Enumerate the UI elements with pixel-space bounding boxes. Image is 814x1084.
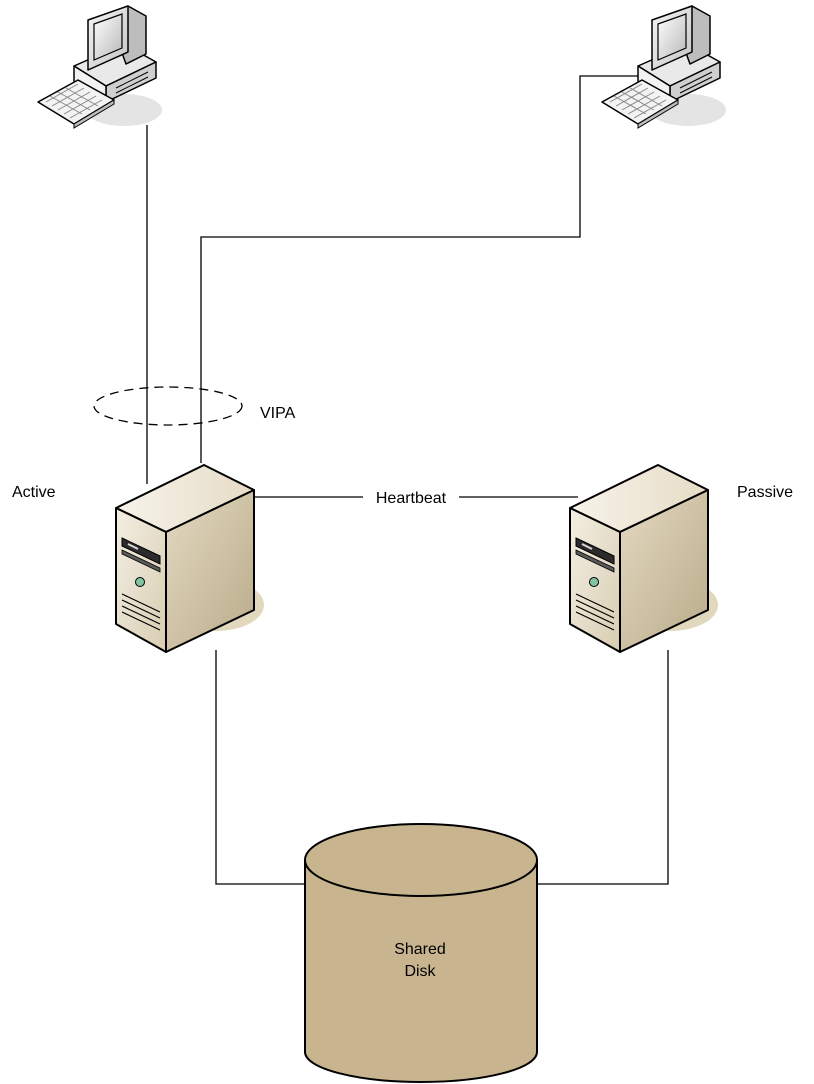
- shared-disk[interactable]: Shared Disk: [304, 823, 538, 1083]
- client-computer-left[interactable]: [37, 5, 163, 129]
- passive-server[interactable]: [569, 464, 719, 653]
- vipa-ring: [93, 386, 243, 426]
- passive-label: Passive: [737, 484, 793, 501]
- link-passive-to-disk: [537, 650, 669, 885]
- tower-server-icon: [115, 464, 265, 653]
- client-computer-right[interactable]: [601, 5, 727, 129]
- tower-server-icon: [569, 464, 719, 653]
- database-cylinder-icon: [304, 823, 538, 1083]
- desktop-computer-icon: [601, 5, 727, 129]
- active-label: Active: [12, 484, 56, 501]
- shared-disk-label-line2: Disk: [404, 963, 436, 980]
- vipa-label: VIPA: [260, 405, 296, 422]
- active-server[interactable]: [115, 464, 265, 653]
- link-right-client-to-active: [200, 75, 640, 463]
- desktop-computer-icon: [37, 5, 163, 129]
- heartbeat-label: Heartbeat: [376, 490, 447, 507]
- shared-disk-label-line1: Shared: [394, 941, 446, 958]
- link-active-to-disk: [215, 650, 305, 885]
